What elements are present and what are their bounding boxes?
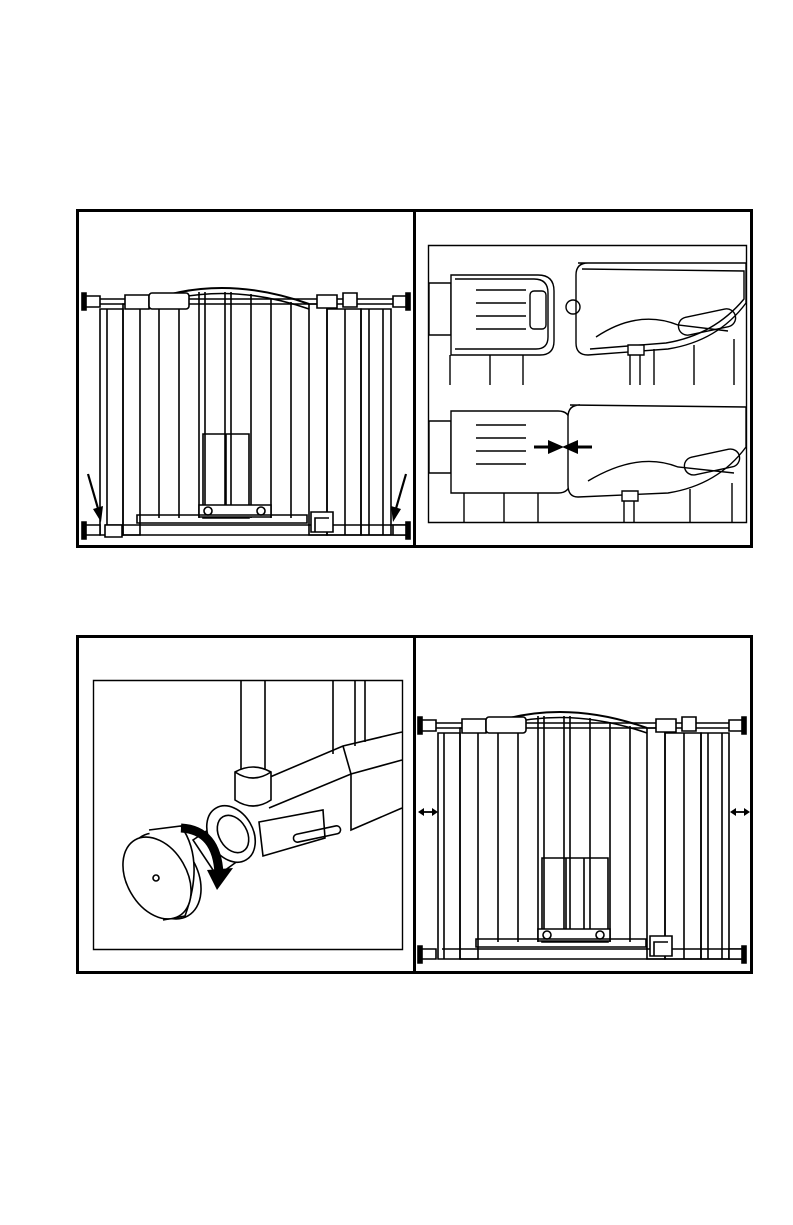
gate-illustration-feet [79, 212, 413, 545]
latch-closeup-illustration [428, 245, 747, 523]
gate-illustration-width [416, 638, 750, 971]
spindle-knob-illustration [93, 680, 403, 950]
step-panel-row-top [76, 209, 753, 548]
panel-divider [413, 212, 416, 545]
step-panel-row-bottom [76, 635, 753, 974]
